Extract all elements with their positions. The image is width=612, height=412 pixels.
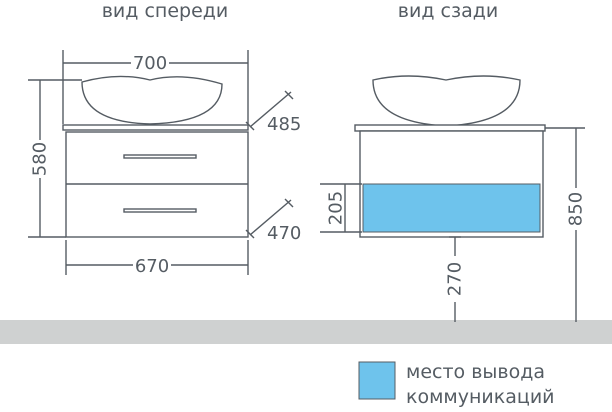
dim-470-tick-start bbox=[245, 229, 255, 239]
front-countertop bbox=[62, 124, 249, 131]
dim-850-label: 850 bbox=[566, 192, 587, 226]
dim-470-label: 470 bbox=[267, 223, 301, 244]
front-view bbox=[28, 50, 294, 275]
dim-270-label: 270 bbox=[445, 262, 466, 296]
dim-485-label: 485 bbox=[267, 114, 301, 135]
floor bbox=[0, 320, 612, 344]
front-basin bbox=[81, 75, 223, 125]
utility-zone bbox=[362, 183, 541, 233]
dim-580-label: 580 bbox=[30, 142, 51, 176]
drawer-handle-top bbox=[123, 154, 197, 159]
front-view-title: вид спереди bbox=[102, 0, 229, 22]
drawer-handle-bottom bbox=[123, 208, 197, 213]
back-view-title: вид сзади bbox=[398, 0, 498, 22]
legend-line-2: коммуникаций bbox=[406, 386, 555, 408]
dim-670-label: 670 bbox=[135, 256, 169, 277]
back-view bbox=[320, 75, 585, 322]
dim-485-leader bbox=[249, 91, 292, 128]
dim-485-tick bbox=[284, 90, 294, 100]
dim-470-tick bbox=[284, 198, 294, 208]
legend-line-1: место вывода bbox=[406, 361, 545, 383]
back-basin bbox=[372, 75, 521, 127]
dim-485-tick-start bbox=[245, 121, 255, 131]
dim-470-leader bbox=[249, 199, 292, 236]
legend-swatch bbox=[358, 361, 396, 400]
dim-205-label: 205 bbox=[326, 191, 347, 225]
back-countertop bbox=[354, 124, 546, 132]
dim-700-label: 700 bbox=[133, 53, 167, 74]
